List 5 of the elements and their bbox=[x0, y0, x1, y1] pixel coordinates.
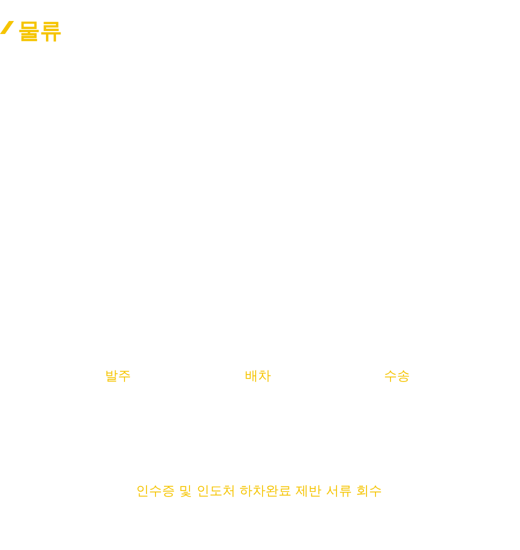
step-label: 배차 bbox=[245, 368, 271, 385]
note-text: 인수증 및 인도처 하차완료 제반 서류 회수 bbox=[136, 483, 382, 500]
step-label: 발주 bbox=[105, 368, 131, 385]
title: 물류 bbox=[18, 20, 62, 44]
step-label: 수송 bbox=[384, 368, 410, 385]
